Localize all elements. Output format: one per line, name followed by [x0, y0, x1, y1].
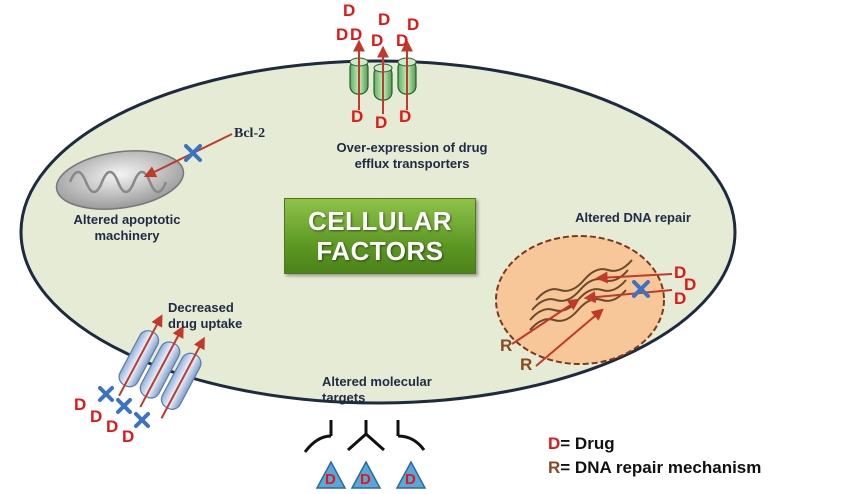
drug-letter: D [325, 471, 336, 488]
block-x-icon [98, 386, 150, 428]
label-efflux-line1: Over-expression of drug [336, 140, 488, 155]
label-uptake: Decreased drug uptake [168, 300, 288, 332]
efflux-transporters [349, 39, 417, 114]
label-bcl2: Bcl-2 [234, 126, 266, 141]
drug-letter: D [350, 25, 363, 44]
drug-letter: D [674, 263, 687, 282]
legend-symbol: D [548, 434, 561, 453]
drug-triangles [315, 460, 427, 489]
drug-letter: D [74, 395, 87, 414]
label-apoptotic: Altered apoptotic machinery [52, 212, 202, 244]
drug-letter: D [106, 417, 119, 436]
drug-letter: D [684, 275, 697, 294]
legend-symbol: R [548, 458, 561, 477]
drug-letter: D [343, 1, 356, 20]
drug-letter: D [351, 107, 364, 126]
drug-letter: D [396, 31, 409, 50]
label-dna-repair: Altered DNA repair [575, 210, 691, 225]
drug-letter: D [122, 427, 135, 446]
label-uptake-line1: Decreased [168, 300, 234, 315]
legend-text: = Drug [560, 434, 615, 453]
drug-letter: D [336, 25, 349, 44]
block-x-icon [184, 144, 202, 162]
legend: D= Drug R= DNA repair mechanism [548, 432, 761, 480]
repair-letter: R [500, 336, 513, 355]
drug-letter: D [375, 113, 388, 132]
drug-letter: D [90, 407, 103, 426]
drug-letter: D [405, 471, 416, 488]
label-efflux-line2: efflux transporters [354, 156, 470, 171]
label-apoptotic-line1: Altered apoptotic [73, 212, 181, 227]
label-apoptotic-line2: machinery [94, 228, 160, 243]
drug-letter: D [399, 107, 412, 126]
title-line-1: CELLULAR [307, 206, 453, 236]
molecular-target-receptors [303, 420, 426, 453]
cellular-factors-title: CELLULAR FACTORS [284, 198, 476, 274]
label-targets-line1: Altered molecular [322, 374, 432, 389]
drug-letter: D [674, 289, 687, 308]
drug-letter: D [371, 31, 384, 50]
block-x-icon [632, 280, 650, 298]
title-line-2: FACTORS [316, 236, 444, 266]
legend-row-drug: D= Drug [548, 432, 761, 456]
label-uptake-line2: drug uptake [168, 316, 243, 331]
label-targets: Altered molecular targets [322, 374, 462, 406]
label-efflux: Over-expression of drug efflux transport… [312, 140, 512, 172]
legend-row-repair: R= DNA repair mechanism [548, 456, 761, 480]
legend-text: = DNA repair mechanism [560, 458, 762, 477]
nucleus-dna [495, 235, 673, 367]
repair-letter: R [520, 355, 533, 374]
drug-letter: D [407, 15, 420, 34]
uptake-transporters [118, 314, 205, 419]
drug-letter: D [378, 10, 391, 29]
label-targets-line2: targets [322, 390, 366, 405]
mitochondrion-icon [55, 133, 233, 210]
drug-letter: D [360, 471, 371, 488]
